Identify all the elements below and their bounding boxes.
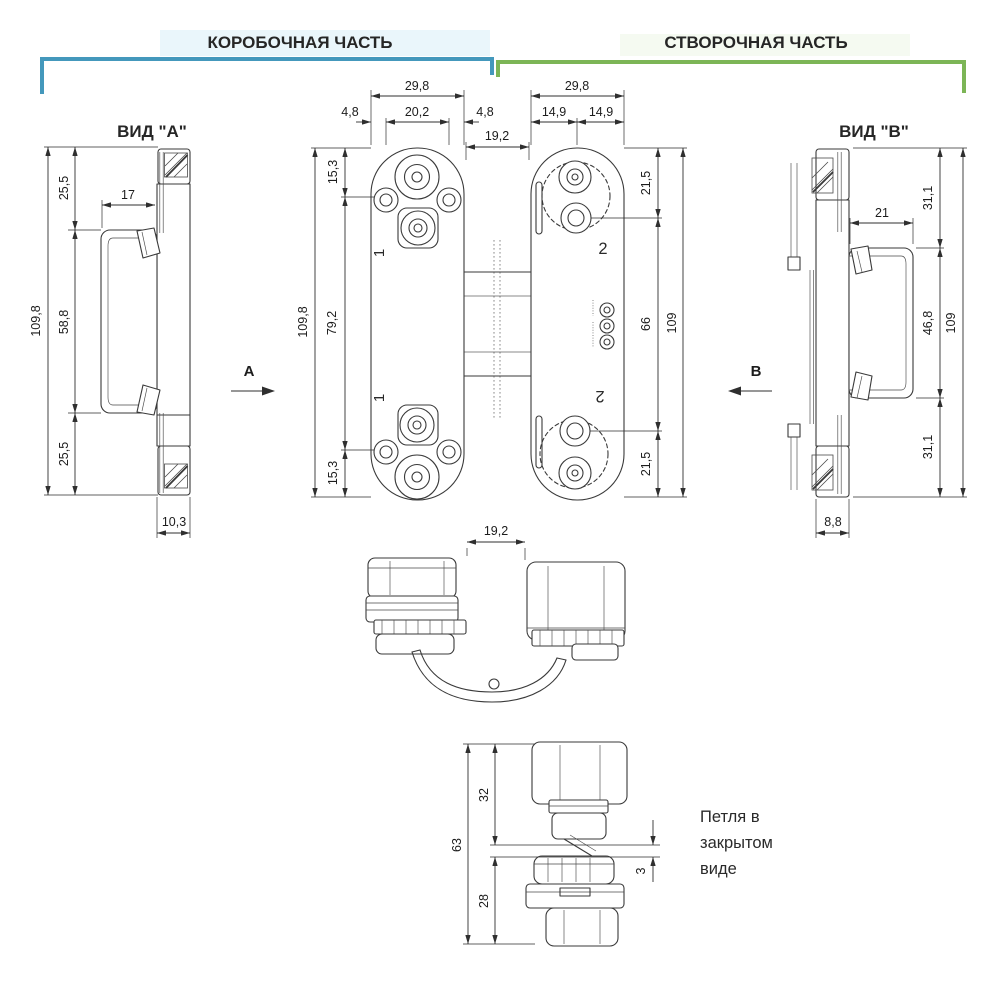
dim-109-front: 109 bbox=[665, 313, 679, 334]
dim-46-8: 46,8 bbox=[921, 311, 935, 335]
dim-58-8: 58,8 bbox=[57, 310, 71, 334]
dim-28: 28 bbox=[477, 894, 491, 908]
view-b: ВИД "В" bbox=[787, 122, 967, 538]
arrow-a-label: A bbox=[244, 363, 255, 380]
dim-20-2: 20,2 bbox=[405, 105, 429, 119]
part-number-1-top: 1 bbox=[371, 249, 388, 257]
dim-21-5-top: 21,5 bbox=[639, 171, 653, 195]
dim-21-view-b: 21 bbox=[875, 206, 889, 220]
closed-view: 63 32 28 3 Петля в закрытом виде bbox=[450, 741, 773, 947]
hatched-tab-top-b bbox=[811, 157, 834, 194]
caption-line-3: виде bbox=[700, 860, 737, 878]
view-direction-arrows: A B bbox=[231, 363, 772, 396]
view-b-title: ВИД "В" bbox=[839, 122, 909, 141]
closed-view-dimensions: 63 32 28 3 bbox=[450, 743, 660, 945]
header: КОРОБОЧНАЯ ЧАСТЬ СТВОРОЧНАЯ ЧАСТЬ bbox=[40, 30, 966, 94]
front-top-dimensions: 29,8 4,8 20,2 4,8 19,2 29,8 14,9 14,9 bbox=[341, 79, 625, 160]
closed-view-caption: Петля в закрытом виде bbox=[700, 808, 773, 878]
front-view: 1 1 2 2 29,8 bbox=[231, 79, 772, 501]
dim-3: 3 bbox=[634, 867, 648, 874]
arrow-b-label: B bbox=[751, 363, 762, 380]
arrow-a-icon bbox=[262, 386, 275, 396]
view-a: ВИД "А" bbox=[29, 122, 191, 538]
dim-10-3: 10,3 bbox=[162, 515, 186, 529]
caption-line-2: закрытом bbox=[700, 834, 773, 852]
box-part-title: КОРОБОЧНАЯ ЧАСТЬ bbox=[207, 33, 392, 52]
dim-19-2-open: 19,2 bbox=[484, 524, 508, 538]
cup-flange bbox=[100, 229, 158, 414]
hatched-tab-bottom-b bbox=[811, 454, 834, 491]
leaf-label-highlight bbox=[620, 34, 910, 56]
dim-4-8-left: 4,8 bbox=[341, 105, 358, 119]
box-label-highlight bbox=[160, 30, 490, 56]
dim-63: 63 bbox=[450, 838, 464, 852]
dim-17: 17 bbox=[121, 188, 135, 202]
box-part-bracket bbox=[40, 57, 494, 94]
view-a-drawing bbox=[100, 148, 191, 496]
dim-15-3-top: 15,3 bbox=[326, 160, 340, 184]
dim-19-2-front: 19,2 bbox=[485, 129, 509, 143]
leaf-part-title: СТВОРОЧНАЯ ЧАСТЬ bbox=[664, 33, 847, 52]
dim-66: 66 bbox=[639, 317, 653, 331]
dim-79-2: 79,2 bbox=[325, 311, 339, 335]
open-view: 19,2 bbox=[365, 524, 626, 703]
dim-31-1-bottom: 31,1 bbox=[921, 435, 935, 459]
dim-8-8: 8,8 bbox=[824, 515, 841, 529]
hatched-tab-top bbox=[164, 152, 189, 178]
bent-lug-bottom-b bbox=[850, 371, 873, 401]
front-left-dimensions: 15,3 79,2 15,3 109,8 bbox=[296, 147, 374, 498]
dim-109-8-front: 109,8 bbox=[296, 306, 310, 337]
open-hinge-arm bbox=[411, 649, 567, 703]
dim-14-9-left: 14,9 bbox=[542, 105, 566, 119]
arm-pivot-hole bbox=[488, 678, 500, 690]
dim-14-9-right: 14,9 bbox=[589, 105, 613, 119]
view-b-drawing bbox=[787, 148, 914, 498]
closed-hinge-drawing bbox=[525, 741, 628, 947]
view-b-dimensions: 21 31,1 46,8 31,1 109 8,8 bbox=[815, 147, 967, 538]
dim-25-5-bottom: 25,5 bbox=[57, 442, 71, 466]
leaf-part-bracket bbox=[496, 60, 966, 93]
dim-21-5-bottom: 21,5 bbox=[639, 452, 653, 476]
open-leaf-part bbox=[526, 561, 626, 661]
dim-32: 32 bbox=[477, 788, 491, 802]
open-box-part bbox=[365, 557, 467, 655]
bent-lug-top-b bbox=[850, 245, 873, 275]
dim-4-8-right: 4,8 bbox=[476, 105, 493, 119]
view-a-dimensions: 109,8 25,5 58,8 25,5 17 10,3 bbox=[29, 146, 191, 538]
dim-29-8-left: 29,8 bbox=[405, 79, 429, 93]
dim-15-3-bottom: 15,3 bbox=[326, 461, 340, 485]
dim-25-5-top: 25,5 bbox=[57, 176, 71, 200]
view-a-title: ВИД "А" bbox=[117, 122, 187, 141]
dim-29-8-right: 29,8 bbox=[565, 79, 589, 93]
agb-logo bbox=[592, 300, 615, 350]
dim-31-1-top: 31,1 bbox=[921, 186, 935, 210]
part-number-2-top: 2 bbox=[598, 240, 607, 258]
dim-109-view-b: 109 bbox=[944, 313, 958, 334]
dim-109-8-view-a: 109,8 bbox=[29, 305, 43, 336]
front-right-dimensions: 21,5 66 21,5 109 bbox=[590, 147, 687, 498]
leaf-part-body: 2 2 bbox=[530, 147, 625, 501]
part-number-1-bottom: 1 bbox=[371, 394, 388, 402]
part-number-2-bottom: 2 bbox=[595, 387, 604, 405]
caption-line-1: Петля в bbox=[700, 808, 760, 826]
arrow-b-icon bbox=[728, 386, 741, 396]
cup-flange-b bbox=[848, 247, 914, 399]
box-part-body: 1 1 bbox=[370, 147, 465, 501]
hatched-tab-bottom bbox=[164, 463, 189, 489]
